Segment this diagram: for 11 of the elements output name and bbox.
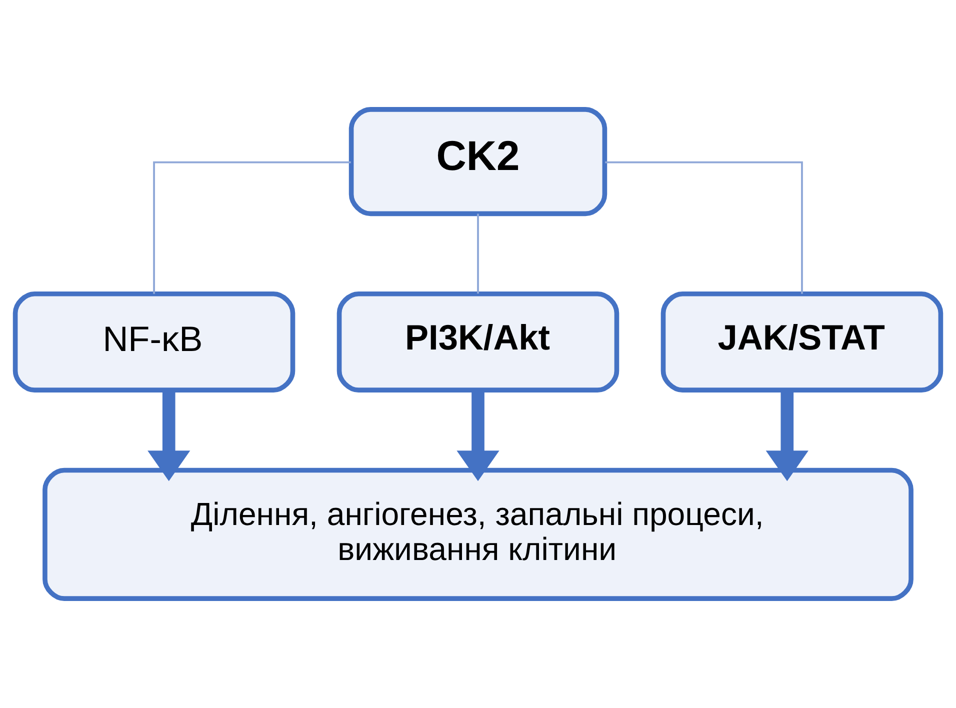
connector xyxy=(477,214,479,294)
connector xyxy=(153,161,351,294)
node-box: CK2 xyxy=(348,107,608,216)
node-box: JAK/STAT xyxy=(660,291,944,392)
arrow xyxy=(766,390,808,482)
connector xyxy=(605,161,803,294)
node-box: PI3K/Akt xyxy=(336,291,620,392)
arrow xyxy=(148,390,190,482)
node-box: Ділення, ангіогенез, запальні процеси, виживання клітини xyxy=(42,468,914,601)
node-box: NF-κB xyxy=(12,291,296,392)
arrow xyxy=(456,390,500,482)
